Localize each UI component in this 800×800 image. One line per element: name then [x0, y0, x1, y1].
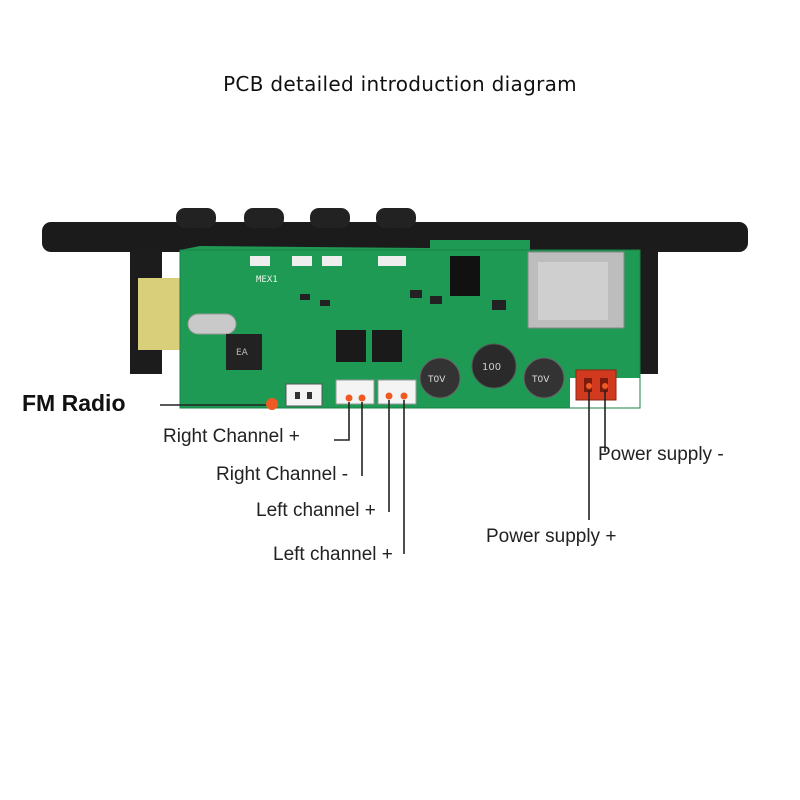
regulator-chip — [450, 256, 480, 296]
amp-chip — [336, 330, 366, 362]
power-plus-marker — [586, 383, 592, 389]
capacitor-mark: T0V — [427, 375, 446, 385]
label-power-supply-minus: Power supply - — [598, 444, 724, 465]
amp-chip — [372, 330, 402, 362]
main-chip-mark: EA — [236, 348, 249, 358]
pin-header — [250, 256, 270, 266]
capacitor-mark: T0V — [531, 375, 550, 385]
right-speaker-connector — [335, 379, 375, 405]
smd-part — [430, 296, 442, 304]
smd-part — [492, 300, 506, 310]
main-chip — [226, 334, 262, 370]
label-power-supply-plus: Power supply + — [486, 526, 617, 547]
left-plus-marker-2 — [400, 392, 408, 400]
pin-header — [322, 256, 342, 266]
pcb-board — [180, 240, 640, 408]
button-knob — [310, 208, 350, 228]
pcb-outline — [179, 249, 641, 409]
button-knob — [376, 208, 416, 228]
label-right-channel-minus: Right Channel - — [216, 464, 349, 485]
front-bezel — [42, 222, 748, 252]
smd-part — [320, 300, 330, 306]
right-plus-leader — [334, 402, 350, 441]
fm-connector-pin — [295, 392, 300, 399]
board-mark-mp3: MEX1 — [256, 275, 278, 285]
crystal-oscillator — [187, 313, 237, 335]
label-left-channel-plus-2: Left channel + — [273, 544, 393, 565]
power-connector — [575, 369, 617, 401]
leader-lines — [160, 390, 606, 554]
power-minus-marker — [602, 383, 608, 389]
pin-header — [378, 256, 406, 266]
right-minus-marker — [358, 394, 366, 402]
button-knob — [244, 208, 284, 228]
sd-card-slot-inner — [538, 262, 608, 320]
label-right-channel-plus: Right Channel + — [163, 426, 300, 447]
page-title: PCB detailed introduction diagram — [223, 72, 577, 96]
smd-part — [300, 294, 310, 300]
inductor — [471, 343, 517, 389]
antenna-module — [138, 278, 182, 350]
fm-connector — [285, 383, 323, 407]
fm-connector-pin — [307, 392, 312, 399]
capacitor — [419, 357, 461, 399]
left-plus-marker — [385, 392, 393, 400]
fm-marker — [266, 398, 278, 410]
inductor-mark: 100 — [482, 362, 501, 373]
right-plus-marker — [345, 394, 353, 402]
label-fm-radio: FM Radio — [22, 390, 126, 416]
button-knob — [176, 208, 216, 228]
label-left-channel-plus: Left channel + — [256, 500, 376, 521]
left-speaker-connector — [377, 379, 417, 405]
pin-header — [292, 256, 312, 266]
smd-part — [410, 290, 422, 298]
capacitor — [523, 357, 565, 399]
